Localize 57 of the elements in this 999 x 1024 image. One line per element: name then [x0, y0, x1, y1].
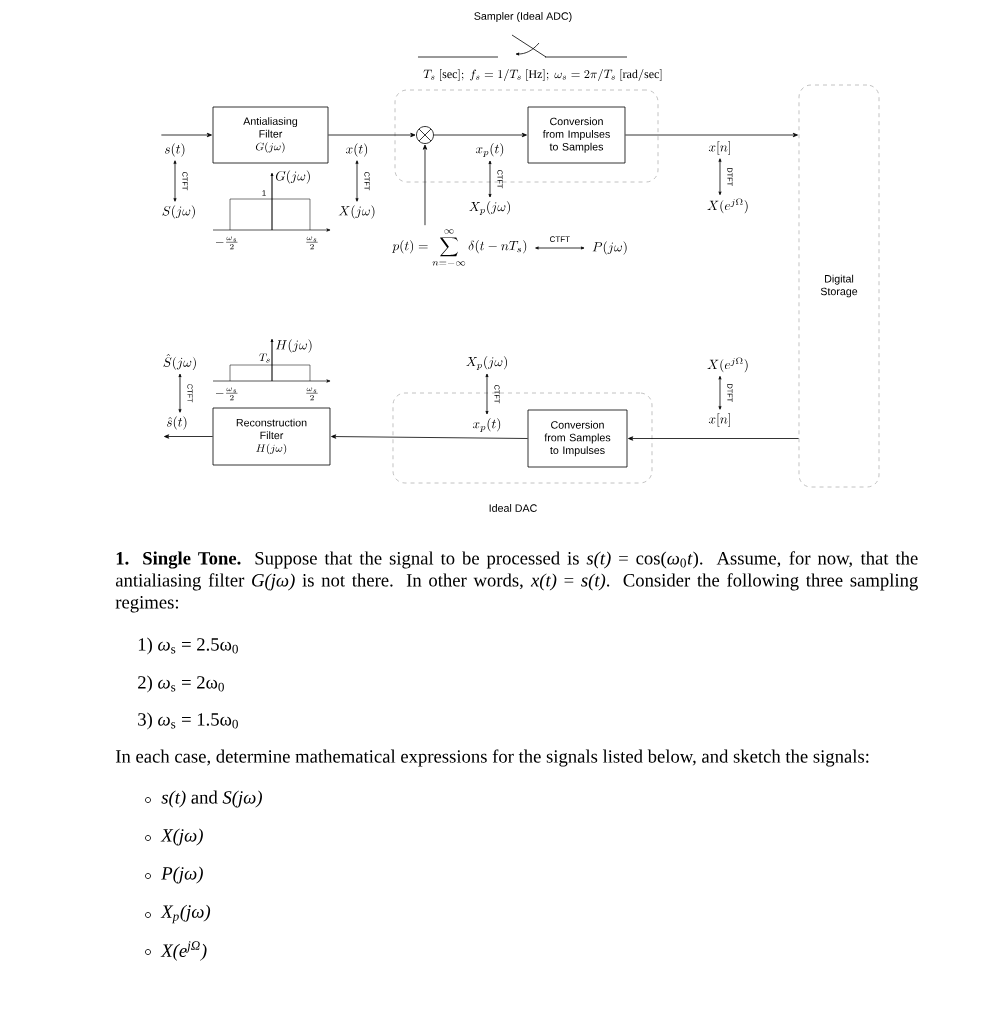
arrow: [331, 434, 528, 439]
paragraph: In each case, determine mathematical expressions for the signals listed below, and sketch the signals:: [115, 749, 869, 767]
signal-label: $X(e^{j\Omega})$: [707, 198, 748, 214]
formula-label: $T_s\ [\mathrm{sec}];\ f_s = 1/T_s\ [\mathrm{Hz}];\ \omega_s = 2\pi/T_s\ [\mathrm{rad/sec}]$: [423, 69, 662, 81]
heading: Sampler (Ideal ADC): [474, 12, 572, 22]
signal-label: $X_p(j\omega)$: [466, 356, 507, 370]
arrow: [433, 132, 527, 138]
arrow: [485, 373, 489, 415]
list-item: 1) ω$_{s}$ = 2.5ω$_{0}$: [138, 637, 238, 655]
signal-label: $\hat{s}(t)$: [166, 416, 187, 430]
process-box: Conversion from Impulses to Samples: [527, 106, 626, 164]
signal-label: $X(j\omega)$: [338, 205, 375, 219]
filter-box: Reconstruction Filter $H(j\omega)$: [212, 407, 331, 466]
arrow: [328, 132, 416, 138]
axis-label: $H(j\omega)$: [275, 339, 312, 353]
arrow: [628, 436, 799, 441]
arrow: [718, 158, 722, 196]
tick-label: $T_s$: [259, 353, 270, 363]
signal-label: $s(t)$: [164, 143, 185, 157]
arrow: [535, 246, 585, 250]
arrow: [355, 160, 359, 202]
edge-label: CTFT: [550, 236, 570, 242]
filter-box: Antialiasing Filter $G(j\omega)$: [212, 106, 329, 164]
list-item: X(e$^{jΩ}$): [160, 941, 207, 961]
arrow: [173, 160, 177, 202]
list-item: 3) ω$_{s}$ = 1.5ω$_{0}$: [138, 712, 238, 730]
signal-label: $x[n]$: [708, 141, 730, 155]
multiplier-symbol: [416, 126, 434, 144]
list-item: s(t) and S(jω): [161, 790, 262, 808]
signal-label: $x_p(t)$: [475, 143, 504, 157]
signal-label: $X_p(j\omega)$: [469, 201, 510, 215]
heading: Ideal DAC: [489, 504, 537, 512]
tick-label: 1: [262, 190, 266, 196]
list-item: X(jω): [160, 828, 203, 846]
signal-label: $P(j\omega)$: [592, 241, 627, 255]
signal-label: $S(j\omega)$: [162, 205, 195, 219]
tick-label: $-\frac{\omega_s}{2}$: [215, 236, 238, 250]
arrow: [625, 132, 798, 138]
list-item: 2) ω$_{s}$ = 2ω$_{0}$: [138, 675, 224, 693]
signal-label: $\hat{S}(j\omega)$: [163, 354, 196, 370]
arrow: [178, 373, 182, 413]
signal-label: $x_p(t)$: [472, 418, 501, 432]
signal-label: $X(e^{j\Omega})$: [707, 357, 748, 373]
arrow: [488, 160, 492, 198]
signal-label: $x[n]$: [708, 413, 730, 427]
list-item: P(jω): [161, 866, 203, 884]
arrow: [718, 375, 722, 410]
tick-label: $\frac{\omega_s}{2}$: [306, 236, 318, 250]
storage-block: Digital Storage: [798, 84, 880, 488]
paragraph: 1. Single Tone. Suppose that the signal to be processed is s(t) = cos(ω$_{0}$t). Assume, for now, that the antialiasing filter G(jω) is not there. In other words, x(t) = s(t). Consider the following three sampling regimes:: [115, 551, 918, 613]
list-item: X$_{p}$(jω): [160, 904, 211, 924]
arrow: [422, 144, 428, 226]
signal-label: $x(t)$: [346, 143, 368, 157]
process-box: Conversion from Samples to Impulses: [527, 409, 628, 468]
arrow: [160, 132, 212, 138]
arrow: [164, 434, 213, 439]
formula: $p(t) = \sum_{n=-\infty}^{\infty} \delta(t - nT_s)$: [392, 229, 527, 266]
